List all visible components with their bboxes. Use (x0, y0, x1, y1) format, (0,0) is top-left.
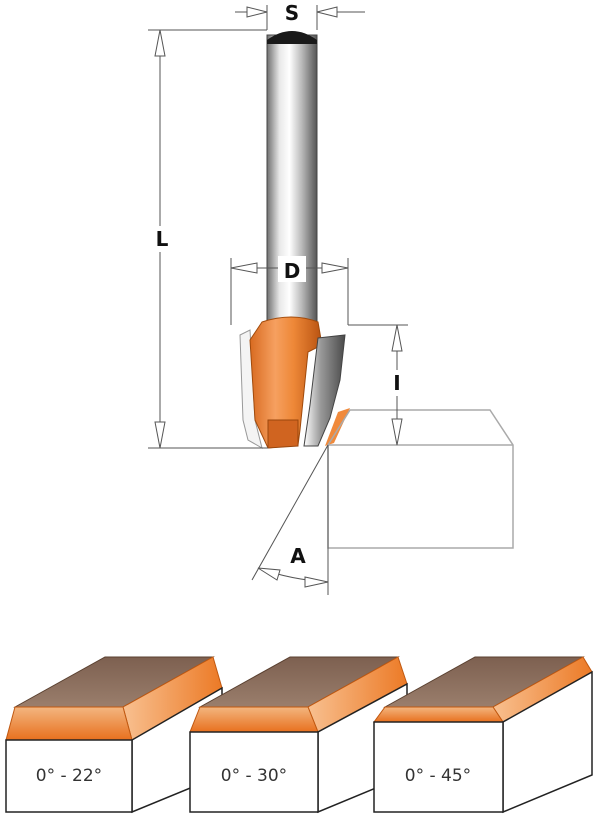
dimension-a-label: A (290, 544, 306, 568)
bevel-angle-label: 0° - 22° (36, 766, 102, 786)
dimension-l-label: L (156, 227, 169, 251)
dimension-d-label: D (284, 259, 301, 283)
dimension-i-label: I (393, 371, 400, 395)
bevel-block-45: 0° - 45° (373, 656, 593, 814)
dimension-l: L (148, 29, 268, 449)
dimension-i: I (348, 324, 408, 446)
dimension-a: A (251, 444, 329, 595)
workpiece-outline (327, 409, 514, 549)
bevel-angle-label: 0° - 45° (405, 766, 471, 786)
cutter-head (239, 316, 350, 450)
bevel-angle-label: 0° - 30° (221, 766, 287, 786)
dimension-s-label: S (285, 1, 299, 25)
dimension-s: S (235, 1, 365, 30)
dimension-d: D (230, 256, 349, 325)
bevel-block-30: 0° - 30° (189, 656, 408, 814)
